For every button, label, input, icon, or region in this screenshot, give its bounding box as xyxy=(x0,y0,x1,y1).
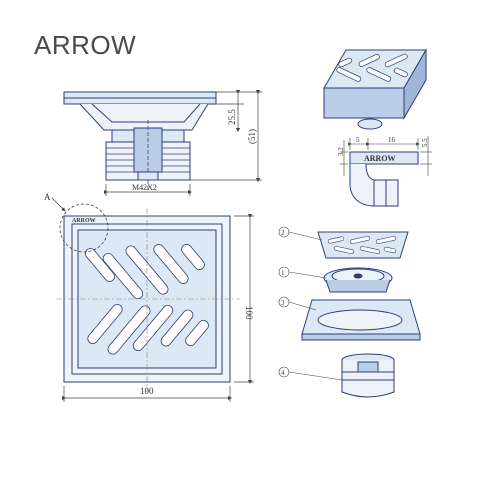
plan-view xyxy=(56,208,240,392)
callout-4: 4 xyxy=(281,369,285,377)
callout-2: 2 xyxy=(281,229,285,237)
detail-dimensions xyxy=(340,136,432,176)
dim-25-5: 25.5 xyxy=(227,109,237,125)
callout-1: 1 xyxy=(281,269,285,277)
part-body xyxy=(301,299,421,341)
detail-view xyxy=(349,151,419,207)
plan-logo: ARROW xyxy=(72,218,96,224)
thread-label: M42X2 xyxy=(132,183,157,192)
detail-dim-left: 5 xyxy=(356,136,360,144)
callout-3: 3 xyxy=(281,299,285,307)
iso-view xyxy=(323,48,427,130)
exploded-view xyxy=(301,231,421,398)
dim-51: (51) xyxy=(247,129,257,144)
part-core xyxy=(341,353,395,398)
part-grate xyxy=(317,231,409,259)
section-dimensions xyxy=(103,89,262,196)
plan-width-label: 100 xyxy=(140,386,154,396)
plan-dimensions xyxy=(61,213,254,402)
detail-dim-height: 3.2 xyxy=(337,147,345,156)
detail-dim-right: 5.5 xyxy=(421,138,429,147)
detail-circle xyxy=(59,203,109,253)
brand-logo: ARROW xyxy=(34,30,137,60)
detail-dim-mid: 16 xyxy=(388,136,396,144)
plan-height-label: 100 xyxy=(244,306,254,320)
grate-slots xyxy=(84,243,209,355)
section-view xyxy=(63,91,217,190)
part-callouts xyxy=(278,226,343,381)
part-filter xyxy=(323,267,393,293)
detail-logo: ARROW xyxy=(364,154,396,163)
detail-marker: A xyxy=(44,192,51,202)
iso-slots xyxy=(336,53,408,82)
